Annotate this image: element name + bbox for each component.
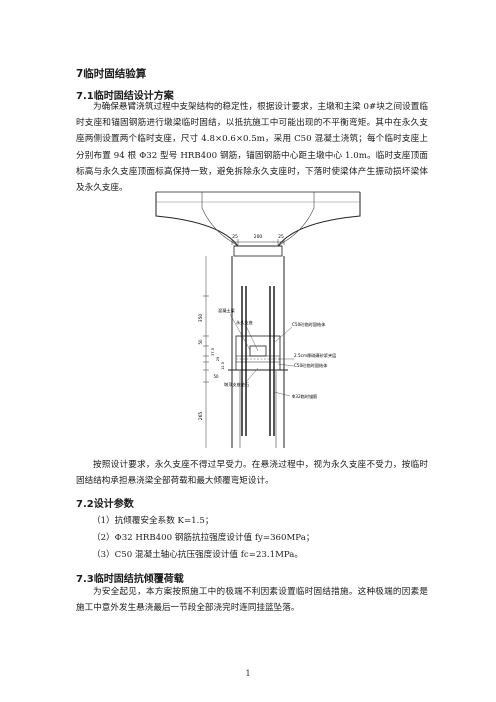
drawing-svg: 25 200 25 [155,191,361,448]
dim-top-middle: 200 [254,234,263,240]
temporary-consolidation-drawing: 25 200 25 [150,186,366,450]
dim-left-50: 50 [198,339,203,345]
paragraph-after-figure-text: 按照设计要求，永久支座不得过早受力。在悬浇过程中，视为永久支座不受力，按临时固结… [76,460,428,487]
subsection-7-2-title: 7.2设计参数 [76,499,134,510]
paragraph-after-figure: 按照设计要求，永久支座不得过早受力。在悬浇过程中，视为永久支座不受力，按临时固结… [76,457,428,489]
dim-left-350: 350 [198,314,204,323]
parameter-item-2: （2）Φ32 HRB400 钢筋抗拉强度设计值 fy=360MPa； [92,533,315,543]
label-anchor-rebar: Φ32临时锚筋 [292,393,317,400]
label-permanent-bearing: 永久支座 [236,319,253,326]
paragraph-7-1: 为确保悬臂浇筑过程中支架结构的稳定性，根据设计要求，主墩和主梁 0#块之间设置临… [76,99,428,196]
dim-left-50-bottom: 50 [213,374,219,379]
subsection-7-1-title: 7.1临时固结设计方案 [76,91,174,102]
paragraph-7-3: 为安全起见，本方案按照施工中的极端不利因素设置临时固结措施。这种极端的因素是施工… [76,584,428,616]
dim-left-265: 265 [198,412,204,421]
label-concrete-girder: 混凝土梁 [218,307,236,314]
label-c50-top: C50砼临时固结体 [292,321,326,328]
label-sand-layer: 2.5cm厚硫磺砂浆夹层 [294,352,336,359]
dim-top-left: 25 [232,234,238,240]
page-number: 1 [245,669,251,678]
label-c50-bottom: C50砼临时固结体 [294,362,328,369]
dim-left-25: 25 [216,357,220,362]
dim-left-12-5: 12.5 [221,362,225,370]
label-pier-top-pad: 墩顶支座垫石 [224,381,249,388]
parameter-item-3: （3）C50 混凝土轴心抗压强度设计值 fc=23.1MPa。 [92,550,303,560]
subsection-7-3-title: 7.3临时固结抗倾覆荷载 [76,574,184,585]
section-title: 7临时固结验算 [76,68,147,80]
paragraph-7-3-text: 为安全起见，本方案按照施工中的极端不利因素设置临时固结措施。这种极端的因素是施工… [76,587,428,614]
dim-left-37-5: 37.5 [211,348,215,356]
dim-top-right: 25 [278,234,284,240]
paragraph-7-1-text: 为确保悬臂浇筑过程中支架结构的稳定性，根据设计要求，主墩和主梁 0#块之间设置临… [76,102,428,194]
parameter-item-1: （1）抗倾覆安全系数 K=1.5； [92,516,214,526]
